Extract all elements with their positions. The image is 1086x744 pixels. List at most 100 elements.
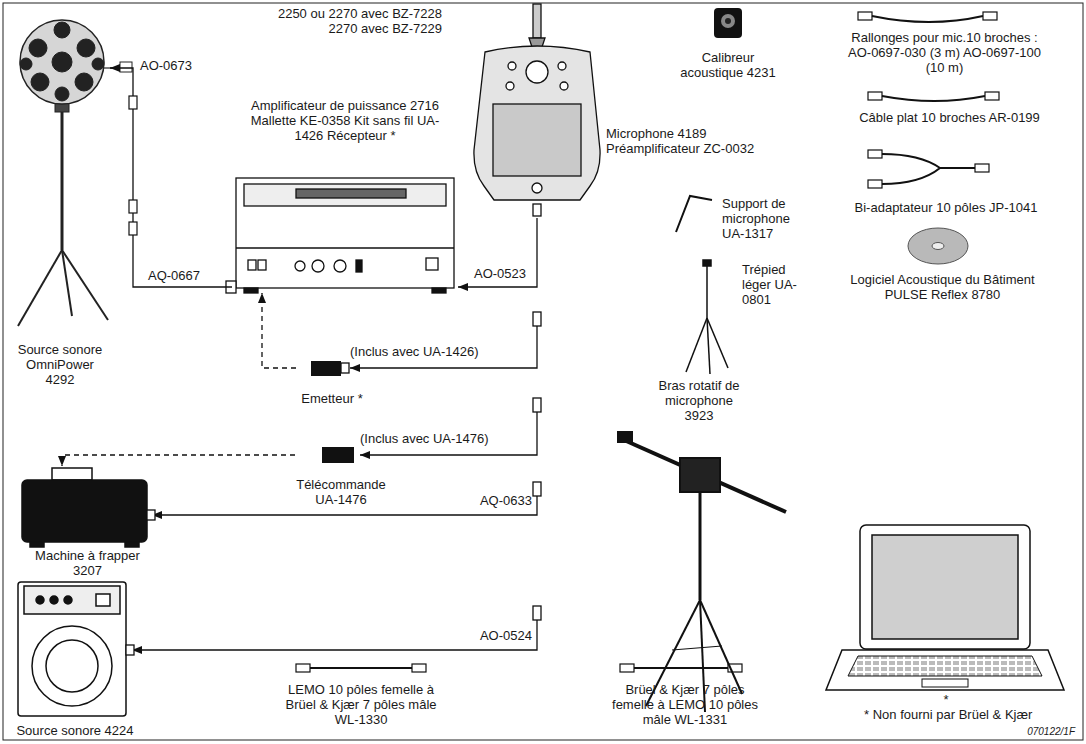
power-amplifier: [226, 178, 454, 293]
cable-plug: [129, 222, 137, 235]
power-amplifier: [356, 260, 362, 272]
rotating-boom: [624, 440, 786, 512]
omnipower-source: [92, 58, 104, 70]
omnipower-source: [52, 52, 72, 72]
cables: [341, 363, 349, 373]
remote-control: Télécommande UA-1476: [295, 443, 387, 507]
part-label: Bras rotatif de microphone 3923: [652, 378, 746, 423]
part-label: Trépied léger UA-0801: [742, 262, 804, 307]
light-tripod: [703, 260, 711, 266]
software-disc: [908, 228, 968, 264]
part-label: Support de microphone UA-1317: [722, 196, 800, 241]
power-amplifier: [312, 260, 324, 272]
part-label: (Inclus avec UA-1476): [360, 431, 510, 446]
sound-level-meter: 2250 ou 2270 avec BZ-7228 2270 avec BZ-7…: [252, 6, 602, 218]
sound-level-meter: [493, 104, 581, 176]
part-label: Rallonges pour mic.10 broches : AO-0697-…: [842, 30, 1047, 75]
wireless-link: [262, 293, 296, 368]
light-tripod: [706, 266, 708, 318]
cable-icons: [975, 164, 989, 172]
part-label: *: [940, 692, 952, 707]
cable-icons: [868, 92, 882, 100]
power-amplifier: [248, 260, 256, 270]
part-label: 070122/1F: [975, 726, 1075, 738]
cable-label: AO-0523: [472, 266, 528, 281]
equipment-caption: Machine à frapper 3207: [28, 548, 148, 578]
sound-source: Source sonore 4224: [5, 578, 145, 738]
omnipower-source: [20, 58, 32, 70]
power-amplifier: [432, 288, 446, 293]
part-label: Brüel & Kjær 7 pôles femelle à LEMO 10 p…: [605, 682, 765, 727]
part-label: Logiciel Acoustique du Bâtiment PULSE Re…: [835, 272, 1050, 302]
power-amplifier: Amplificateur de puissance 2716 Mallette…: [232, 98, 458, 293]
omnipower-source: [55, 87, 69, 101]
frame-border: [3, 3, 1083, 740]
rotating-boom: [680, 458, 720, 492]
rotating-boom: [672, 646, 722, 650]
laptop: [872, 535, 1018, 639]
equipment-caption: Emetteur *: [296, 391, 368, 406]
laptop: [922, 679, 968, 687]
cable-plug: [129, 200, 137, 213]
cable-icons: [983, 12, 997, 20]
cable-icons: [412, 664, 426, 672]
cable-icons: [858, 12, 872, 20]
tapping-machine: [52, 468, 92, 480]
sound-source-4224: [50, 596, 58, 604]
sound-level-meter: [474, 4, 600, 216]
cables: [533, 606, 541, 620]
light-tripod: [707, 318, 728, 368]
omnipower-source: [62, 250, 72, 316]
laptop: [860, 525, 1030, 649]
microphone-support: [676, 196, 712, 232]
omnipower-source: [61, 104, 64, 250]
cables: [533, 312, 541, 326]
acoustic-calibrator: [714, 8, 742, 38]
rotating-boom: [699, 492, 702, 600]
part-label: AO-0524: [470, 628, 532, 643]
cable-icons: [882, 154, 975, 184]
wireless-link: [62, 455, 295, 466]
light-tripod: [707, 318, 710, 374]
acoustic-calibrator: [721, 14, 735, 28]
power-amplifier: [334, 260, 346, 272]
equipment-caption: Amplificateur de puissance 2716 Mallette…: [243, 98, 448, 143]
cable-icons: [620, 664, 634, 672]
omnipower-source: [31, 73, 49, 91]
omnipower-source: [20, 20, 104, 104]
acoustic-calibrator: [725, 18, 731, 24]
tapping-machine: [30, 542, 44, 547]
cables: [126, 645, 134, 655]
power-amplifier: [258, 260, 266, 270]
part-label: Calibreur acoustique 4231: [674, 50, 782, 80]
power-amplifier: [244, 288, 258, 293]
omnipower-source: [18, 20, 132, 326]
sound-source: Source sonore OmniPower 4292: [10, 20, 110, 387]
cable-icons: [868, 150, 882, 158]
part-label: LEMO 10 pôles femelle à Brüel & Kjær 7 p…: [283, 682, 439, 727]
wireless-emitter: Emetteur *: [296, 356, 368, 406]
tapping-machine: [125, 542, 139, 547]
sound-level-meter: [532, 183, 542, 193]
omnipower-source: [29, 39, 47, 57]
equipment-caption: Source sonore 4224: [5, 723, 145, 738]
microphone-support: [676, 196, 712, 232]
equipment-caption: Source sonore OmniPower 4292: [14, 342, 106, 387]
part-label: AO-0673: [140, 58, 210, 73]
sound-level-meter: [508, 62, 516, 70]
equipment-caption: 2250 ou 2270 avec BZ-7228 2270 avec BZ-7…: [252, 6, 442, 36]
power-amplifier: [295, 261, 305, 271]
laptop: [826, 525, 1064, 690]
cables: [360, 412, 537, 455]
power-amplifier: [236, 178, 454, 288]
sound-source-4224: [32, 626, 112, 706]
part-label: Câble plat 10 broches AR-0199: [842, 110, 1057, 125]
light-tripod: [686, 260, 728, 374]
omnipower-source: [120, 62, 132, 72]
cables: [533, 398, 541, 412]
light-tripod: [686, 318, 707, 372]
sound-source-4224: [24, 586, 120, 614]
omnipower-source: [54, 22, 70, 38]
power-amplifier: [426, 258, 438, 270]
sound-source-4224: [18, 582, 126, 716]
